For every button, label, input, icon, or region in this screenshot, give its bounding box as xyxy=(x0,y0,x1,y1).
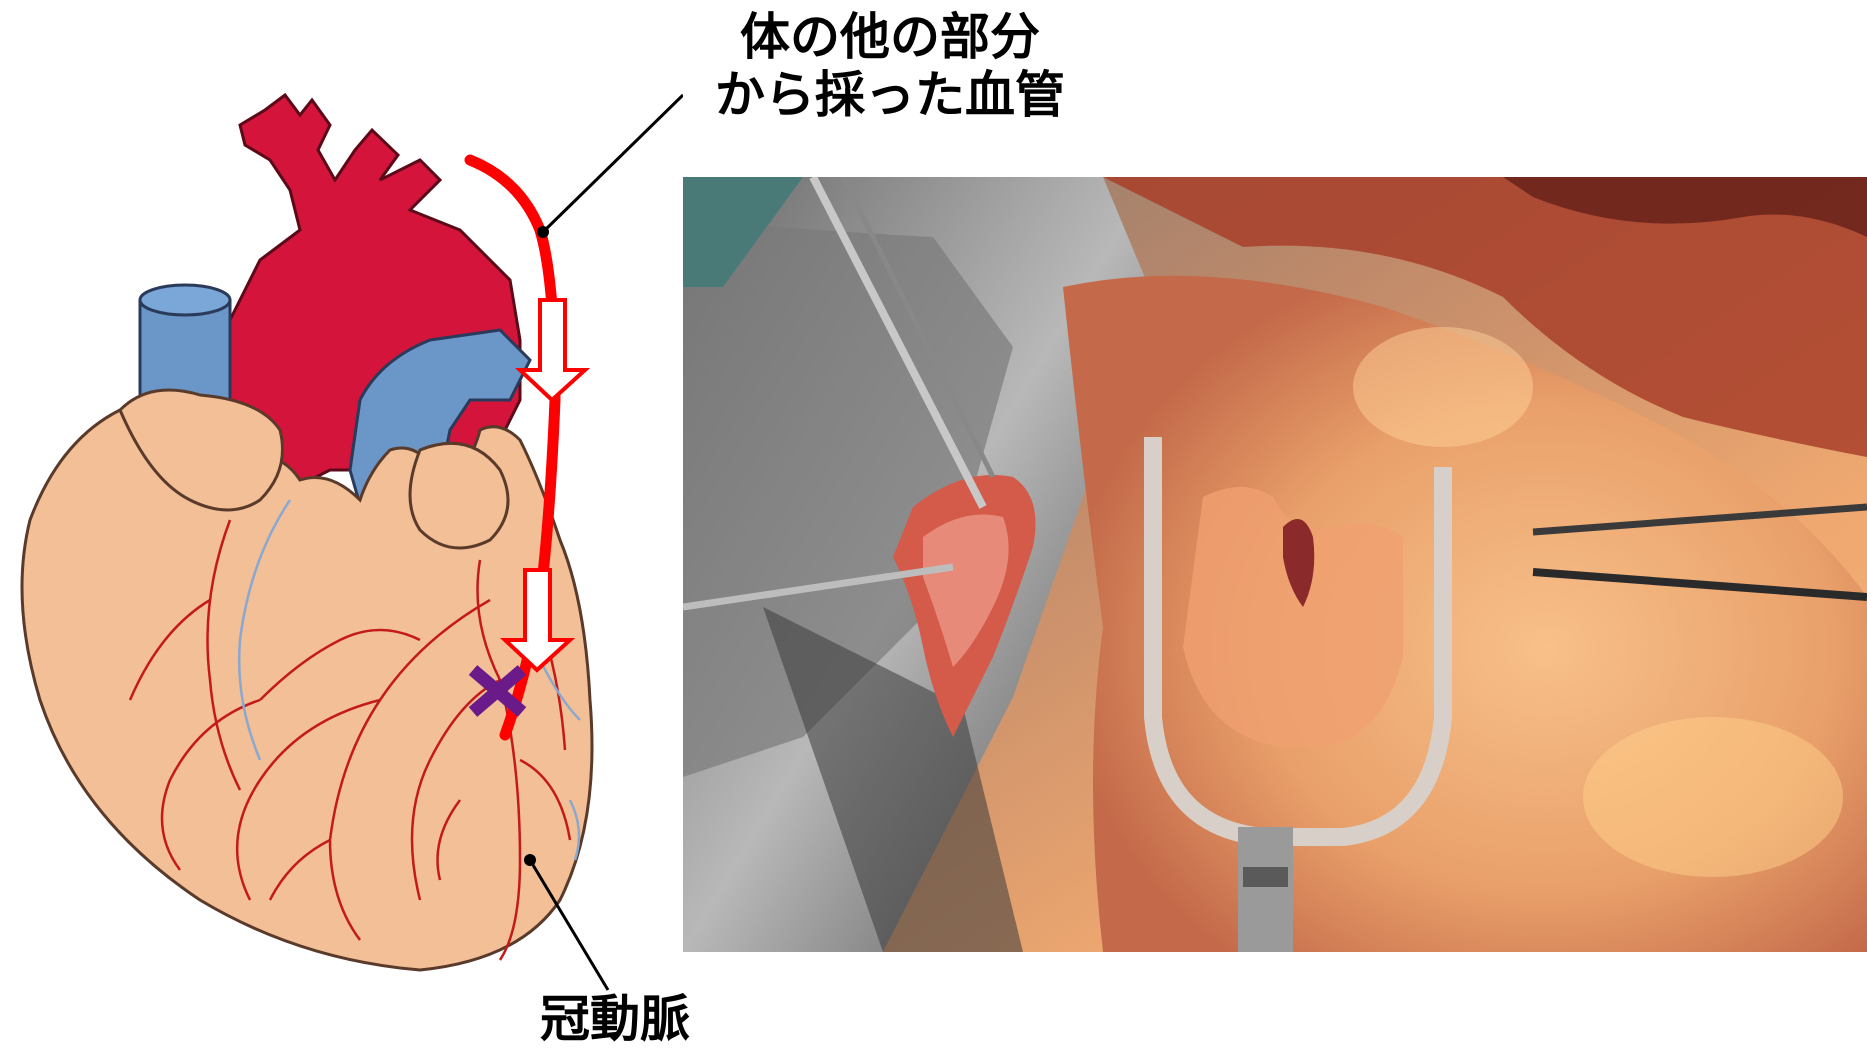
graft-leader-line xyxy=(537,95,683,238)
heart-illustration xyxy=(0,0,683,1055)
surgery-photo xyxy=(683,177,1867,952)
graft-label-line1: 体の他の部分 xyxy=(680,8,1100,66)
graft-label: 体の他の部分 から採った血管 xyxy=(680,8,1100,124)
surgery-photo-drawing xyxy=(683,177,1867,952)
coronary-artery-label: 冠動脈 xyxy=(505,990,725,1048)
graft-label-line2: から採った血管 xyxy=(680,66,1100,124)
